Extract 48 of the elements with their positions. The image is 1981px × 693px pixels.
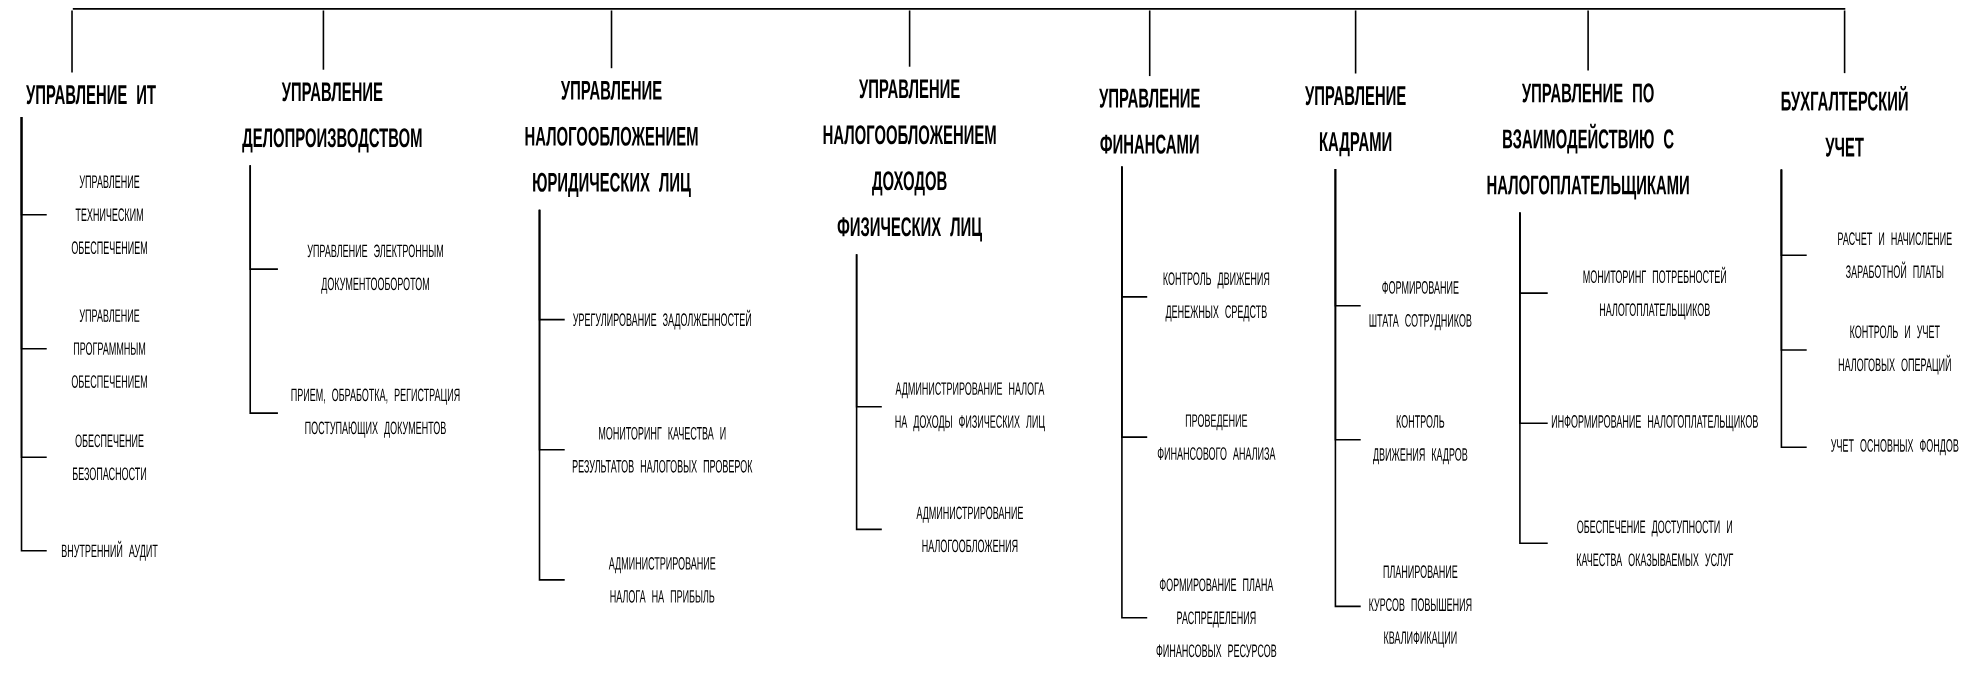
function-label: АДМИНИСТРИРОВАНИЕ НАЛОГООБЛОЖЕНИЯ	[916, 506, 1023, 553]
top-line	[72, 7, 1846, 10]
connector-line	[249, 164, 279, 414]
function-label: ВНУТРЕННИЙ АУДИТ	[61, 540, 158, 561]
function-label: ПРОВЕДЕНИЕ ФИНАНСОВОГО АНАЛИЗА	[1157, 414, 1276, 460]
connector-line	[1780, 168, 1808, 448]
function-label: УПРАВЛЕНИЕ ПРОГРАММНЫМ ОБЕСПЕЧЕНИЕМ	[71, 309, 147, 388]
function-label: ПЛАНИРОВАНИЕ КУРСОВ ПОВЫШЕНИЯ КВАЛИФИКАЦИИ	[1369, 565, 1472, 648]
function-label: КОНТРОЛЬ ДВИЖЕНИЯ КАДРОВ	[1373, 415, 1468, 465]
function-label: АДМИНИСТРИРОВАНИЕ НАЛОГА НА ДОХОДЫ ФИЗИЧЕСКИХ ЛИЦ	[895, 382, 1045, 432]
connector-line	[20, 116, 48, 552]
function-label: РАСЧЕТ И НАЧИСЛЕНИЕ ЗАРАБОТНОЙ ПЛАТЫ	[1838, 232, 1952, 279]
department-heading: БУХГАЛТЕРСКИЙ УЧЕТ	[1781, 85, 1908, 157]
connector-line	[538, 208, 566, 581]
department-heading: УПРАВЛЕНИЕ ДЕЛОПРОИЗВОДСТВОМ	[242, 82, 422, 153]
function-label: МОНИТОРИНГ КАЧЕСТВА И РЕЗУЛЬТАТОВ НАЛОГОВЫХ ПРОВЕРОК	[572, 426, 753, 473]
connector-line	[1587, 9, 1589, 72]
connector-line	[908, 9, 911, 68]
connector-line	[610, 9, 613, 69]
connector-line	[1519, 211, 1549, 545]
department-heading: УПРАВЛЕНИЕ ФИНАНСАМИ	[1099, 88, 1200, 154]
function-label: ФОРМИРОВАНИЕ ШТАТА СОТРУДНИКОВ	[1369, 281, 1472, 331]
function-label: ФОРМИРОВАНИЕ ПЛАНА РАСПРЕДЕЛЕНИЯ ФИНАНСОВЫХ РЕСУРСОВ	[1156, 578, 1277, 658]
department-heading: УПРАВЛЕНИЕ ПО ВЗАИМОДЕЙСТВИЮ С НАЛОГОПЛАТЕЛЬЩИКАМИ	[1487, 83, 1689, 200]
function-label: КОНТРОЛЬ ДВИЖЕНИЯ ДЕНЕЖНЫХ СРЕДСТВ	[1163, 272, 1270, 322]
function-label: АДМИНИСТРИРОВАНИЕ НАЛОГА НА ПРИБЫЛЬ	[608, 557, 716, 603]
department-heading: УПРАВЛЕНИЕ НАЛОГООБЛОЖЕНИЕМ ЮРИДИЧЕСКИХ ЛИЦ	[525, 81, 698, 197]
connector-line	[1334, 168, 1362, 608]
connector-line	[1843, 9, 1846, 74]
function-label: ОБЕСПЕЧЕНИЕ ДОСТУПНОСТИ И КАЧЕСТВА ОКАЗЫВАЕМЫХ УСЛУГ	[1576, 520, 1734, 567]
function-label: УПРАВЛЕНИЕ ТЕХНИЧЕСКИМ ОБЕСПЕЧЕНИЕМ	[71, 175, 147, 255]
connector-line	[71, 9, 73, 74]
function-label: УПРАВЛЕНИЕ ЭЛЕКТРОННЫМ ДОКУМЕНТООБОРОТОМ	[307, 244, 443, 294]
connector-line	[855, 253, 883, 531]
function-label: УЧЕТ ОСНОВНЫХ ФОНДОВ	[1831, 439, 1959, 456]
function-label: ИНФОРМИРОВАНИЕ НАЛОГОПЛАТЕЛЬЩИКОВ	[1551, 415, 1758, 432]
department-heading: УПРАВЛЕНИЕ КАДРАМИ	[1305, 86, 1406, 157]
connector-line	[1148, 9, 1151, 77]
function-label: УРЕГУЛИРОВАНИЕ ЗАДОЛЖЕННОСТЕЙ	[573, 309, 751, 330]
department-heading: УПРАВЛЕНИЕ ИТ	[26, 85, 156, 105]
connector-line	[1354, 9, 1357, 75]
function-label: КОНТРОЛЬ И УЧЕТ НАЛОГОВЫХ ОПЕРАЦИЙ	[1838, 325, 1951, 375]
function-label: МОНИТОРИНГ ПОТРЕБНОСТЕЙ НАЛОГОПЛАТЕЛЬЩИКОВ	[1583, 266, 1726, 320]
department-heading: УПРАВЛЕНИЕ НАЛОГООБЛОЖЕНИЕМ ДОХОДОВ ФИЗИЧЕСКИХ ЛИЦ	[823, 79, 996, 242]
function-label: ПРИЕМ, ОБРАБОТКА, РЕГИСТРАЦИЯ ПОСТУПАЮЩИХ ДОКУМЕНТОВ	[291, 388, 460, 438]
connector-line	[1121, 165, 1148, 619]
function-label: ОБЕСПЕЧЕНИЕ БЕЗОПАСНОСТИ	[73, 434, 146, 481]
connector-line	[322, 9, 325, 71]
